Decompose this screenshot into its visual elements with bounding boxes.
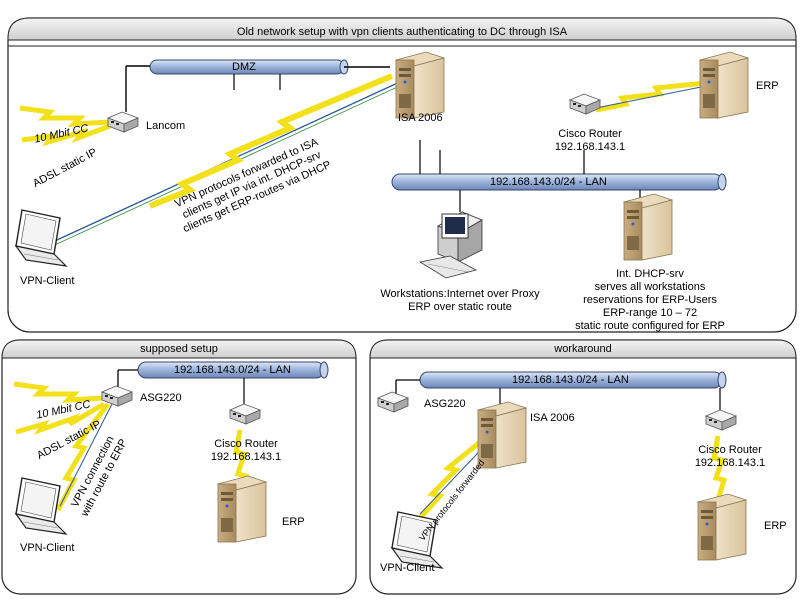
vpn-bolt-old bbox=[148, 73, 394, 209]
dhcp-line-1: Int. DHCP-srv bbox=[616, 268, 684, 280]
vpn-bolt-supposed bbox=[55, 402, 110, 512]
panel-workaround-title: workaround bbox=[554, 343, 612, 355]
panel-supposed-setup bbox=[1, 339, 357, 595]
dhcp-line-2: serves all workstations bbox=[594, 281, 706, 293]
erp-link-bolt-workaround bbox=[711, 435, 728, 501]
wan-bolt-1 bbox=[19, 105, 111, 127]
dhcp-line-5: static route configured for ERP bbox=[575, 320, 725, 332]
router-name-supposed: Cisco Router bbox=[214, 438, 278, 450]
router-name-old: Cisco Router bbox=[558, 128, 622, 140]
vpn-client-label-old: VPN-Client bbox=[20, 275, 75, 287]
erp-link-bolt-old bbox=[595, 79, 717, 113]
vpn-bolt-workaround bbox=[418, 432, 492, 520]
isa-server-workaround-icon bbox=[477, 401, 527, 469]
asg220-label-workaround: ASG220 bbox=[424, 398, 466, 410]
dhcp-line-3: reservations for ERP-Users bbox=[583, 294, 717, 306]
vpn-client-label-supposed: VPN-Client bbox=[20, 542, 75, 554]
erp-label-old: ERP bbox=[756, 80, 779, 92]
wan-bolt-supposed-1 bbox=[13, 381, 105, 403]
erp-server-icon bbox=[699, 51, 749, 119]
wan-bolt-2 bbox=[21, 123, 111, 147]
workstations-line-1: Workstations:Internet over Proxy bbox=[380, 288, 540, 300]
lan-label-workaround: 192.168.143.0/24 - LAN bbox=[512, 374, 629, 386]
asg220-label-supposed: ASG220 bbox=[140, 392, 182, 404]
isa-label: ISA 2006 bbox=[398, 112, 443, 124]
isa-label-workaround: ISA 2006 bbox=[530, 412, 575, 424]
dhcp-note: Int. DHCP-srv serves all workstations re… bbox=[560, 268, 740, 333]
dhcp-line-4: ERP-range 10 – 72 bbox=[602, 307, 698, 319]
router-name-workaround: Cisco Router bbox=[698, 444, 762, 456]
wan-bolt-supposed-2 bbox=[15, 401, 106, 435]
dmz-label: DMZ bbox=[232, 61, 256, 73]
lancom-label: Lancom bbox=[146, 120, 186, 132]
dhcp-server-icon bbox=[623, 193, 673, 261]
lan-label-old: 192.168.143.0/24 - LAN bbox=[490, 176, 607, 188]
workstations-line-2: ERP over static route bbox=[408, 301, 512, 313]
isa-server-icon bbox=[395, 51, 445, 119]
router-ip-old: 192.168.143.1 bbox=[554, 141, 626, 153]
panel-workaround bbox=[369, 339, 797, 595]
erp-server-workaround-icon bbox=[697, 493, 747, 561]
router-ip-workaround: 192.168.143.1 bbox=[694, 457, 766, 469]
lan-label-supposed: 192.168.143.0/24 - LAN bbox=[174, 364, 291, 376]
workstation-icon bbox=[418, 211, 483, 279]
dmz-segment bbox=[125, 59, 390, 112]
router-ip-supposed: 192.168.143.1 bbox=[210, 451, 282, 463]
erp-label-supposed: ERP bbox=[282, 516, 305, 528]
workstations-note: Workstations:Internet over Proxy ERP ove… bbox=[360, 288, 560, 314]
erp-label-workaround: ERP bbox=[764, 520, 787, 532]
vpn-client-label-workaround: VPN-Client bbox=[380, 562, 435, 574]
panel-supposed-title: supposed setup bbox=[140, 343, 218, 355]
lan-segment bbox=[391, 140, 727, 212]
erp-server-supposed-icon bbox=[217, 475, 267, 543]
panel-old-title: Old network setup with vpn clients authe… bbox=[236, 26, 568, 38]
